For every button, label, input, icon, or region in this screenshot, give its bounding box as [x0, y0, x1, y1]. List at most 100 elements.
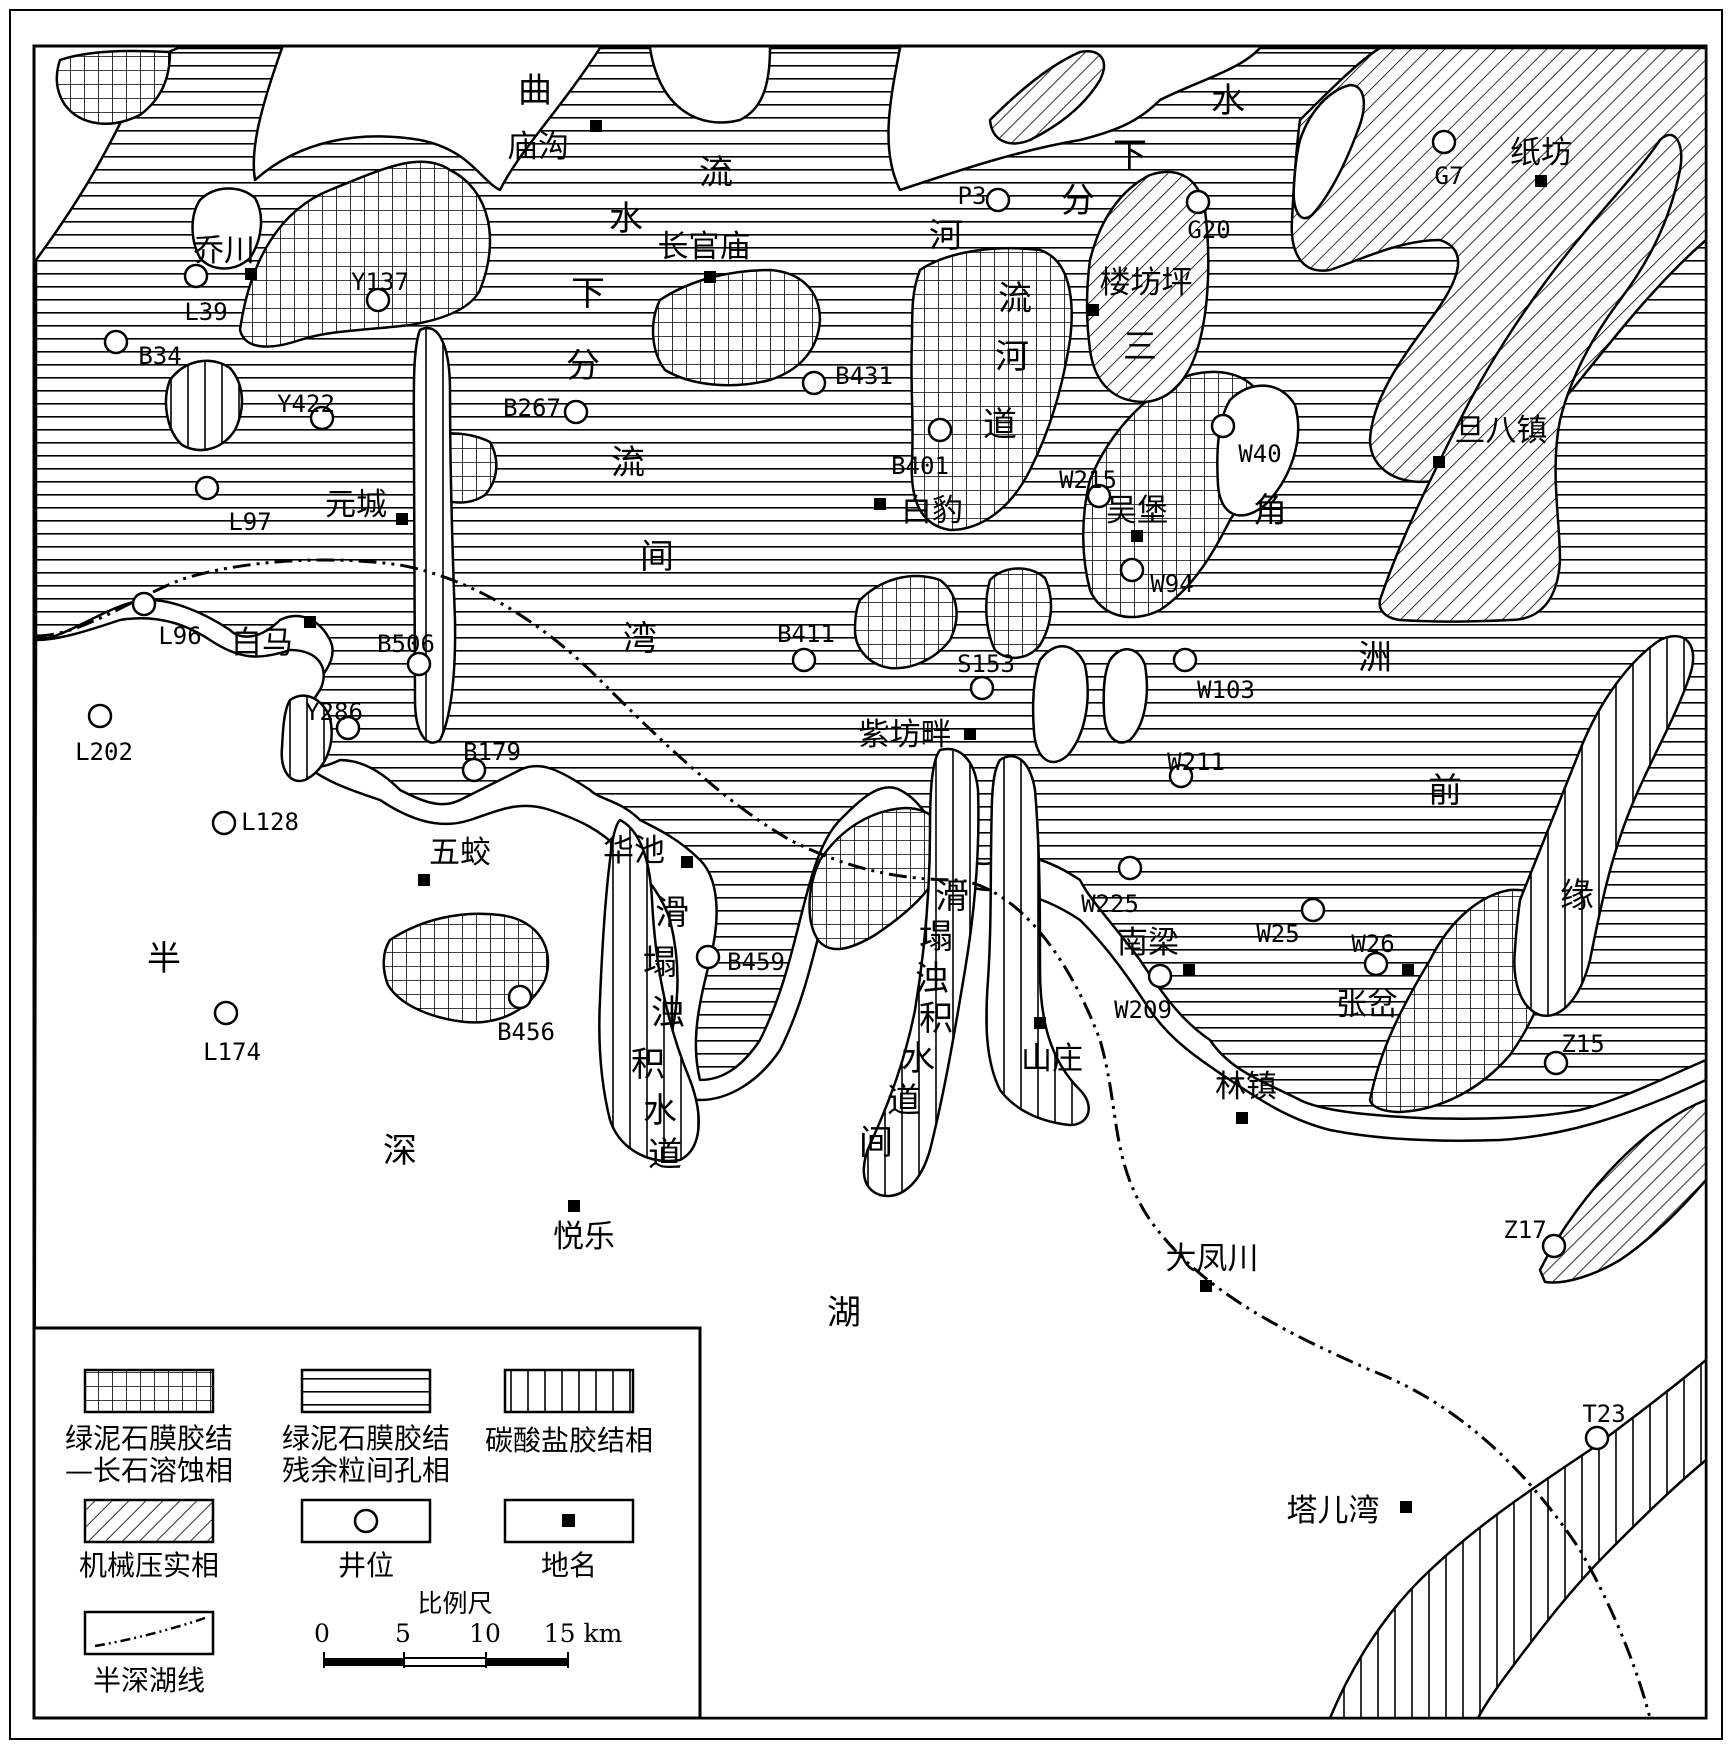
region-label: 洲: [1358, 638, 1392, 678]
well-icon: [131, 591, 157, 617]
region-label: 滑: [655, 893, 689, 933]
well-icon: [1168, 763, 1194, 789]
region-label: 浊: [651, 993, 685, 1033]
well-label: L97: [228, 508, 271, 536]
legend-label-chlorite-dissolution-2: —长石溶蚀相: [65, 1454, 233, 1487]
well-label: W40: [1238, 440, 1281, 468]
region-label: 前: [1428, 771, 1462, 811]
place-label: 白马: [231, 625, 293, 661]
well-label: B431: [835, 362, 893, 390]
legend-label-well: 井位: [338, 1549, 394, 1582]
well-icon: [1543, 1050, 1569, 1076]
place-label: 华池: [603, 833, 665, 869]
well-label: Y422: [277, 390, 335, 418]
region-label: 角: [1253, 491, 1287, 531]
place-marker-icon: [1400, 1501, 1412, 1513]
well-icon: [309, 405, 335, 431]
white-lobe-1: [1216, 384, 1300, 517]
place-marker-icon: [1131, 530, 1143, 542]
place-label: 林镇: [1215, 1069, 1277, 1105]
dissolution-zone-huachi: [808, 806, 948, 951]
compaction-zone-north-strip: [988, 49, 1106, 145]
well-icon: [87, 703, 113, 729]
legend-swatch-carbonate: [503, 1368, 635, 1414]
well-label: Y137: [351, 268, 409, 296]
well-icon: [1300, 897, 1326, 923]
well-label: L128: [241, 808, 299, 836]
well-label: Z17: [1503, 1216, 1546, 1244]
region-label: 间: [640, 537, 674, 577]
place-marker-icon: [396, 513, 408, 525]
place-marker-icon: [1034, 1017, 1046, 1029]
well-label: S153: [957, 650, 1015, 678]
place-label: 南梁: [1117, 925, 1179, 961]
region-label: 河: [929, 216, 963, 256]
well-label: B411: [777, 620, 835, 648]
legend-label-chlorite-dissolution-1: 绿泥石膜胶结: [65, 1422, 233, 1455]
region-label: 下: [1113, 136, 1147, 176]
region-label: 水: [643, 1091, 677, 1131]
well-icon: [1363, 951, 1389, 977]
place-marker-icon: [1236, 1112, 1248, 1124]
well-icon: [1210, 413, 1236, 439]
place-label: 张岔: [1336, 987, 1398, 1023]
compaction-zone-danbazhen: [1378, 133, 1683, 623]
well-label: L202: [75, 738, 133, 766]
legend-well-icon: [353, 1508, 379, 1534]
place-label: 旦八镇: [1455, 413, 1548, 449]
well-label: L96: [158, 622, 201, 650]
well-label: B267: [503, 394, 561, 422]
carbonate-zone-shanzhuang: [985, 755, 1090, 1127]
white-lobe-3: [1031, 645, 1089, 764]
region-label: 水: [609, 199, 643, 239]
well-label: G7: [1435, 162, 1464, 190]
place-marker-icon: [1402, 964, 1414, 976]
scale-bar: [323, 1652, 569, 1668]
scale-tick-15: 15 km: [544, 1619, 623, 1648]
region-label: 积: [919, 999, 953, 1039]
place-label: 五蛟: [429, 835, 491, 871]
legend-swatch-chlorite-residual: [300, 1368, 432, 1414]
place-marker-icon: [245, 268, 257, 280]
place-marker-icon: [1183, 964, 1195, 976]
well-label: L174: [203, 1038, 261, 1066]
well-icon: [103, 329, 129, 355]
region-label: 湖: [827, 1293, 861, 1333]
well-icon: [1172, 647, 1198, 673]
legend-label-lake-line: 半深湖线: [93, 1664, 205, 1697]
legend-swatch-chlorite-dissolution: [83, 1368, 215, 1414]
compaction-zone-z17: [1538, 1098, 1708, 1284]
legend-label-place: 地名: [541, 1549, 597, 1582]
scale-tick-0: 0: [314, 1619, 330, 1648]
legend-label-chlorite-residual-2: 残余粒间孔相: [282, 1454, 450, 1487]
region-label: 深: [383, 1131, 417, 1171]
well-icon: [1185, 189, 1211, 215]
region-label: 道: [887, 1081, 921, 1121]
compaction-zone-loufangping: [1085, 170, 1210, 404]
carbonate-zone-mid-channel: [862, 747, 980, 1198]
place-marker-icon: [964, 728, 976, 740]
legend-label-carbonate: 碳酸盐胶结相: [485, 1424, 653, 1457]
place-label: 塔儿湾: [1287, 1493, 1380, 1529]
well-icon: [183, 263, 209, 289]
well-icon: [211, 810, 237, 836]
place-label: 乔川: [193, 233, 255, 269]
well-icon: [791, 647, 817, 673]
carbonate-zone-southeast: [1328, 1358, 1708, 1720]
place-marker-icon: [1433, 456, 1445, 468]
region-label: 下: [571, 274, 605, 314]
place-marker-icon: [1087, 304, 1099, 316]
place-label: 白豹: [901, 493, 963, 529]
well-icon: [1117, 855, 1143, 881]
carbonate-zone-huachi-channel: [598, 818, 700, 1163]
well-icon: [1086, 483, 1112, 509]
place-label: 庙沟: [507, 129, 569, 165]
legend-label-chlorite-residual-1: 绿泥石膜胶结: [282, 1422, 450, 1455]
well-icon: [1119, 557, 1145, 583]
place-marker-icon: [874, 498, 886, 510]
place-label: 悦乐: [553, 1219, 615, 1255]
place-layer: 庙沟乔川长官庙纸坊楼坊坪旦八镇白豹元城吴堡白马紫坊畔五蛟华池南梁张岔山庄林镇悦乐…: [193, 120, 1572, 1529]
